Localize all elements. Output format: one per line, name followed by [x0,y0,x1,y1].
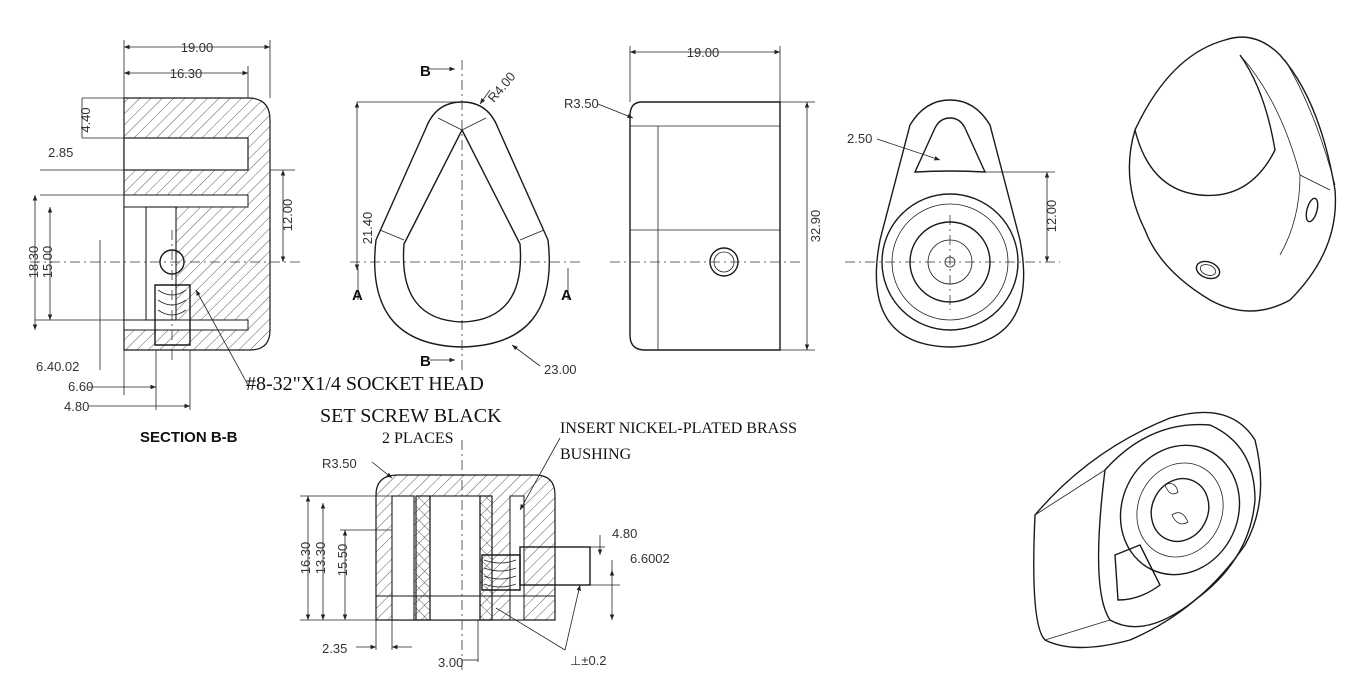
note-screw-line1: #8-32"X1/4 SOCKET HEAD [246,373,484,395]
notes: #8-32"X1/4 SOCKET HEAD SET SCREW BLACK 2… [195,289,797,463]
dim-aa-tolerance: ⊥±0.2 [570,653,607,668]
dim-front-diameter: 23.00 [544,362,577,377]
dim-thread: 6.40.02 [36,359,79,374]
dim-back-wall: 2.50 [847,131,872,146]
arrow-mark-right: A [561,287,572,304]
dim-top-wall: 4.40 [78,107,93,132]
dim-aa-thread: 6.6002 [630,551,670,566]
dim-aa-wall: 2.35 [322,641,347,656]
dim-front-height: 21.40 [360,212,375,245]
dim-bore: 6.60 [68,379,93,394]
note-screw-line3: 2 PLACES [382,430,454,447]
dim-hole-center: 12.00 [280,199,295,232]
section-aa-view: R3.50 16.30 13.30 15.50 4.80 6.6002 2.35… [298,437,670,670]
iso-view-top [1128,36,1337,312]
dim-aa-gap: 3.00 [438,655,463,670]
dim-pin: 4.80 [64,399,89,414]
dim-aa-radius: R3.50 [322,456,357,471]
dim-height-a: 18.30 [26,246,41,279]
arrow-mark-left: A [352,287,363,304]
section-mark-top: B [420,63,431,80]
note-insert-line2: BUSHING [560,446,632,463]
dim-side-radius: R3.50 [564,96,599,111]
note-screw-line2: SET SCREW BLACK [320,405,502,427]
dim-front-radius: R4.00 [485,69,519,105]
dim-aa-pin: 4.80 [612,526,637,541]
front-view: B B A A R4.00 21.40 23.00 [350,60,580,377]
note-insert-line1: INSERT NICKEL-PLATED BRASS [560,420,797,437]
section-bb-view: 19.00 16.30 4.40 2.85 18.30 15.00 12.00 … [26,40,300,446]
section-mark-bottom: B [420,353,431,370]
side-view: 19.00 R3.50 32.90 [564,45,823,351]
dim-inner-width: 16.30 [170,66,203,81]
dim-slot: 2.85 [48,145,73,160]
dim-side-width: 19.00 [687,45,720,60]
dim-back-offset: 12.00 [1044,200,1059,233]
iso-view-bottom [1033,411,1262,649]
back-view: 2.50 12.00 [845,99,1060,348]
dim-aa-height-c: 15.50 [335,544,350,577]
dim-overall-width: 19.00 [181,40,214,55]
section-bb-title: SECTION B-B [140,429,238,446]
dim-height-b: 15.00 [40,246,55,279]
dim-aa-height-a: 16.30 [298,542,313,575]
dim-side-height: 32.90 [808,210,823,243]
dim-aa-height-b: 13.30 [313,542,328,575]
